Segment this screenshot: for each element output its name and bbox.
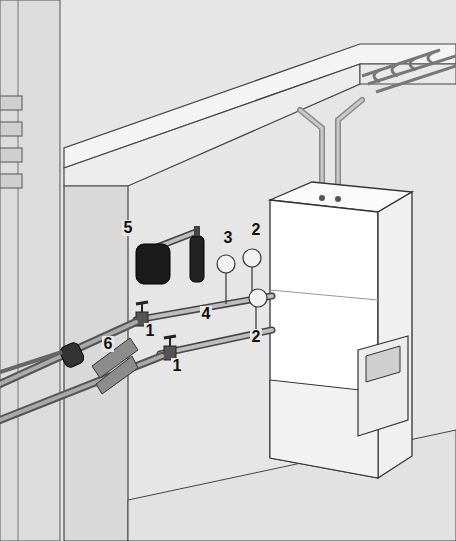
callout-number: 1 bbox=[144, 323, 157, 339]
callout-number: 6 bbox=[102, 336, 115, 352]
callout-number: 3 bbox=[222, 230, 235, 246]
callout-number: 1 bbox=[171, 358, 184, 374]
callout-number: 4 bbox=[200, 306, 213, 322]
callout-number: 2 bbox=[250, 329, 263, 345]
callout-number: 5 bbox=[122, 220, 135, 236]
callout-number: 2 bbox=[250, 222, 263, 238]
